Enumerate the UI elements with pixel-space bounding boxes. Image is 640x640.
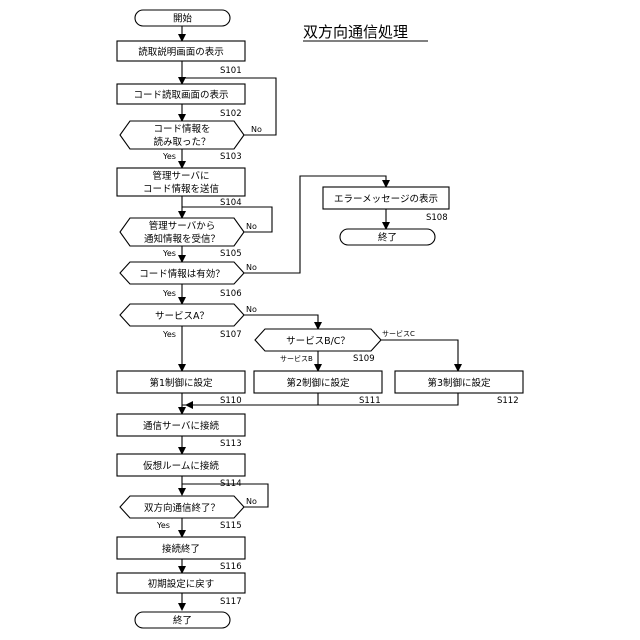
- s115-yes: Yes: [156, 521, 170, 530]
- process-s102: コード読取画面の表示 S102: [117, 84, 245, 119]
- s111-label: 第2制御に設定: [286, 377, 350, 389]
- s112-step: S112: [497, 396, 519, 406]
- s103-label-line2: 読み取った？: [153, 136, 210, 148]
- process-s112: 第3制御に設定 S112: [395, 371, 523, 406]
- s114-step: S114: [220, 479, 242, 489]
- decision-s115: 双方向通信終了？ S115 Yes No: [120, 496, 257, 531]
- decision-s107: サービスA？ S107 Yes No: [120, 304, 257, 340]
- error-end-label: 終了: [378, 232, 397, 244]
- s107-label: サービスA？: [155, 311, 209, 322]
- s106-label: コード情報は有効？: [139, 268, 225, 280]
- error-end-terminal: 終了: [340, 229, 435, 245]
- s115-step: S115: [220, 521, 242, 531]
- s105-label-line2: 通知情報を受信？: [144, 233, 220, 245]
- process-s110: 第1制御に設定 S110: [117, 371, 245, 406]
- s108-step: S108: [426, 213, 448, 223]
- s115-no: No: [246, 497, 257, 506]
- process-s101: 読取説明画面の表示 S101: [117, 41, 245, 76]
- s106-no: No: [246, 263, 257, 272]
- s110-step: S110: [220, 396, 242, 406]
- process-s114: 仮想ルームに接続 S114: [117, 454, 245, 489]
- s114-label: 仮想ルームに接続: [143, 460, 219, 472]
- s106-step: S106: [220, 289, 242, 299]
- s104-step: S104: [220, 198, 242, 208]
- decision-s105: 管理サーバから 通知情報を受信？ S105 Yes No: [120, 218, 257, 259]
- s104-label-line2: コード情報を送信: [143, 183, 219, 195]
- s106-yes: Yes: [162, 289, 176, 298]
- start-label: 開始: [173, 13, 193, 25]
- s103-label-line1: コード情報を: [153, 123, 210, 135]
- process-s104: 管理サーバに コード情報を送信 S104: [117, 168, 245, 208]
- decision-s103: コード情報を 読み取った？ S103 Yes No: [120, 121, 262, 162]
- process-s113: 通信サーバに接続 S113: [117, 414, 245, 449]
- s110-label: 第1制御に設定: [149, 377, 213, 389]
- s117-label: 初期設定に戻す: [148, 578, 215, 590]
- s101-step: S101: [220, 66, 242, 76]
- s105-label-line1: 管理サーバから: [149, 220, 215, 232]
- s109-service-c: サービスC: [382, 329, 415, 338]
- s105-no: No: [246, 222, 257, 231]
- s102-label: コード読取画面の表示: [133, 89, 228, 101]
- start-terminal: 開始: [135, 10, 230, 26]
- s105-yes: Yes: [162, 249, 176, 258]
- process-s116: 接続終了 S116: [117, 537, 245, 572]
- s107-yes: Yes: [162, 330, 176, 339]
- s104-label-line1: 管理サーバに: [153, 170, 210, 182]
- s109-step: S109: [353, 354, 375, 364]
- diagram-title: 双方向通信処理: [303, 23, 408, 41]
- decision-s106: コード情報は有効？ S106 Yes No: [120, 262, 257, 299]
- s117-step: S117: [220, 597, 242, 607]
- s109-service-b: サービスB: [280, 354, 313, 363]
- s112-label: 第3制御に設定: [427, 377, 491, 389]
- s103-yes: Yes: [162, 152, 176, 161]
- s113-label: 通信サーバに接続: [143, 420, 219, 432]
- s108-label: エラーメッセージの表示: [334, 193, 438, 205]
- s116-label: 接続終了: [162, 543, 200, 555]
- s107-step: S107: [220, 330, 242, 340]
- s116-step: S116: [220, 562, 242, 572]
- end-terminal: 終了: [135, 612, 230, 628]
- s115-label: 双方向通信終了？: [144, 502, 220, 514]
- s102-step: S102: [220, 109, 242, 119]
- process-s117: 初期設定に戻す S117: [117, 573, 245, 607]
- s109-label: サービスB/C？: [286, 336, 350, 347]
- s111-step: S111: [359, 396, 381, 406]
- end-label: 終了: [173, 615, 192, 627]
- s103-step: S103: [220, 152, 242, 162]
- decision-s109: サービスB/C？ S109 サービスB サービスC: [255, 329, 415, 364]
- s103-no: No: [251, 125, 262, 134]
- s105-step: S105: [220, 249, 242, 259]
- s113-step: S113: [220, 439, 242, 449]
- s107-no: No: [246, 305, 257, 314]
- s101-label: 読取説明画面の表示: [138, 46, 224, 58]
